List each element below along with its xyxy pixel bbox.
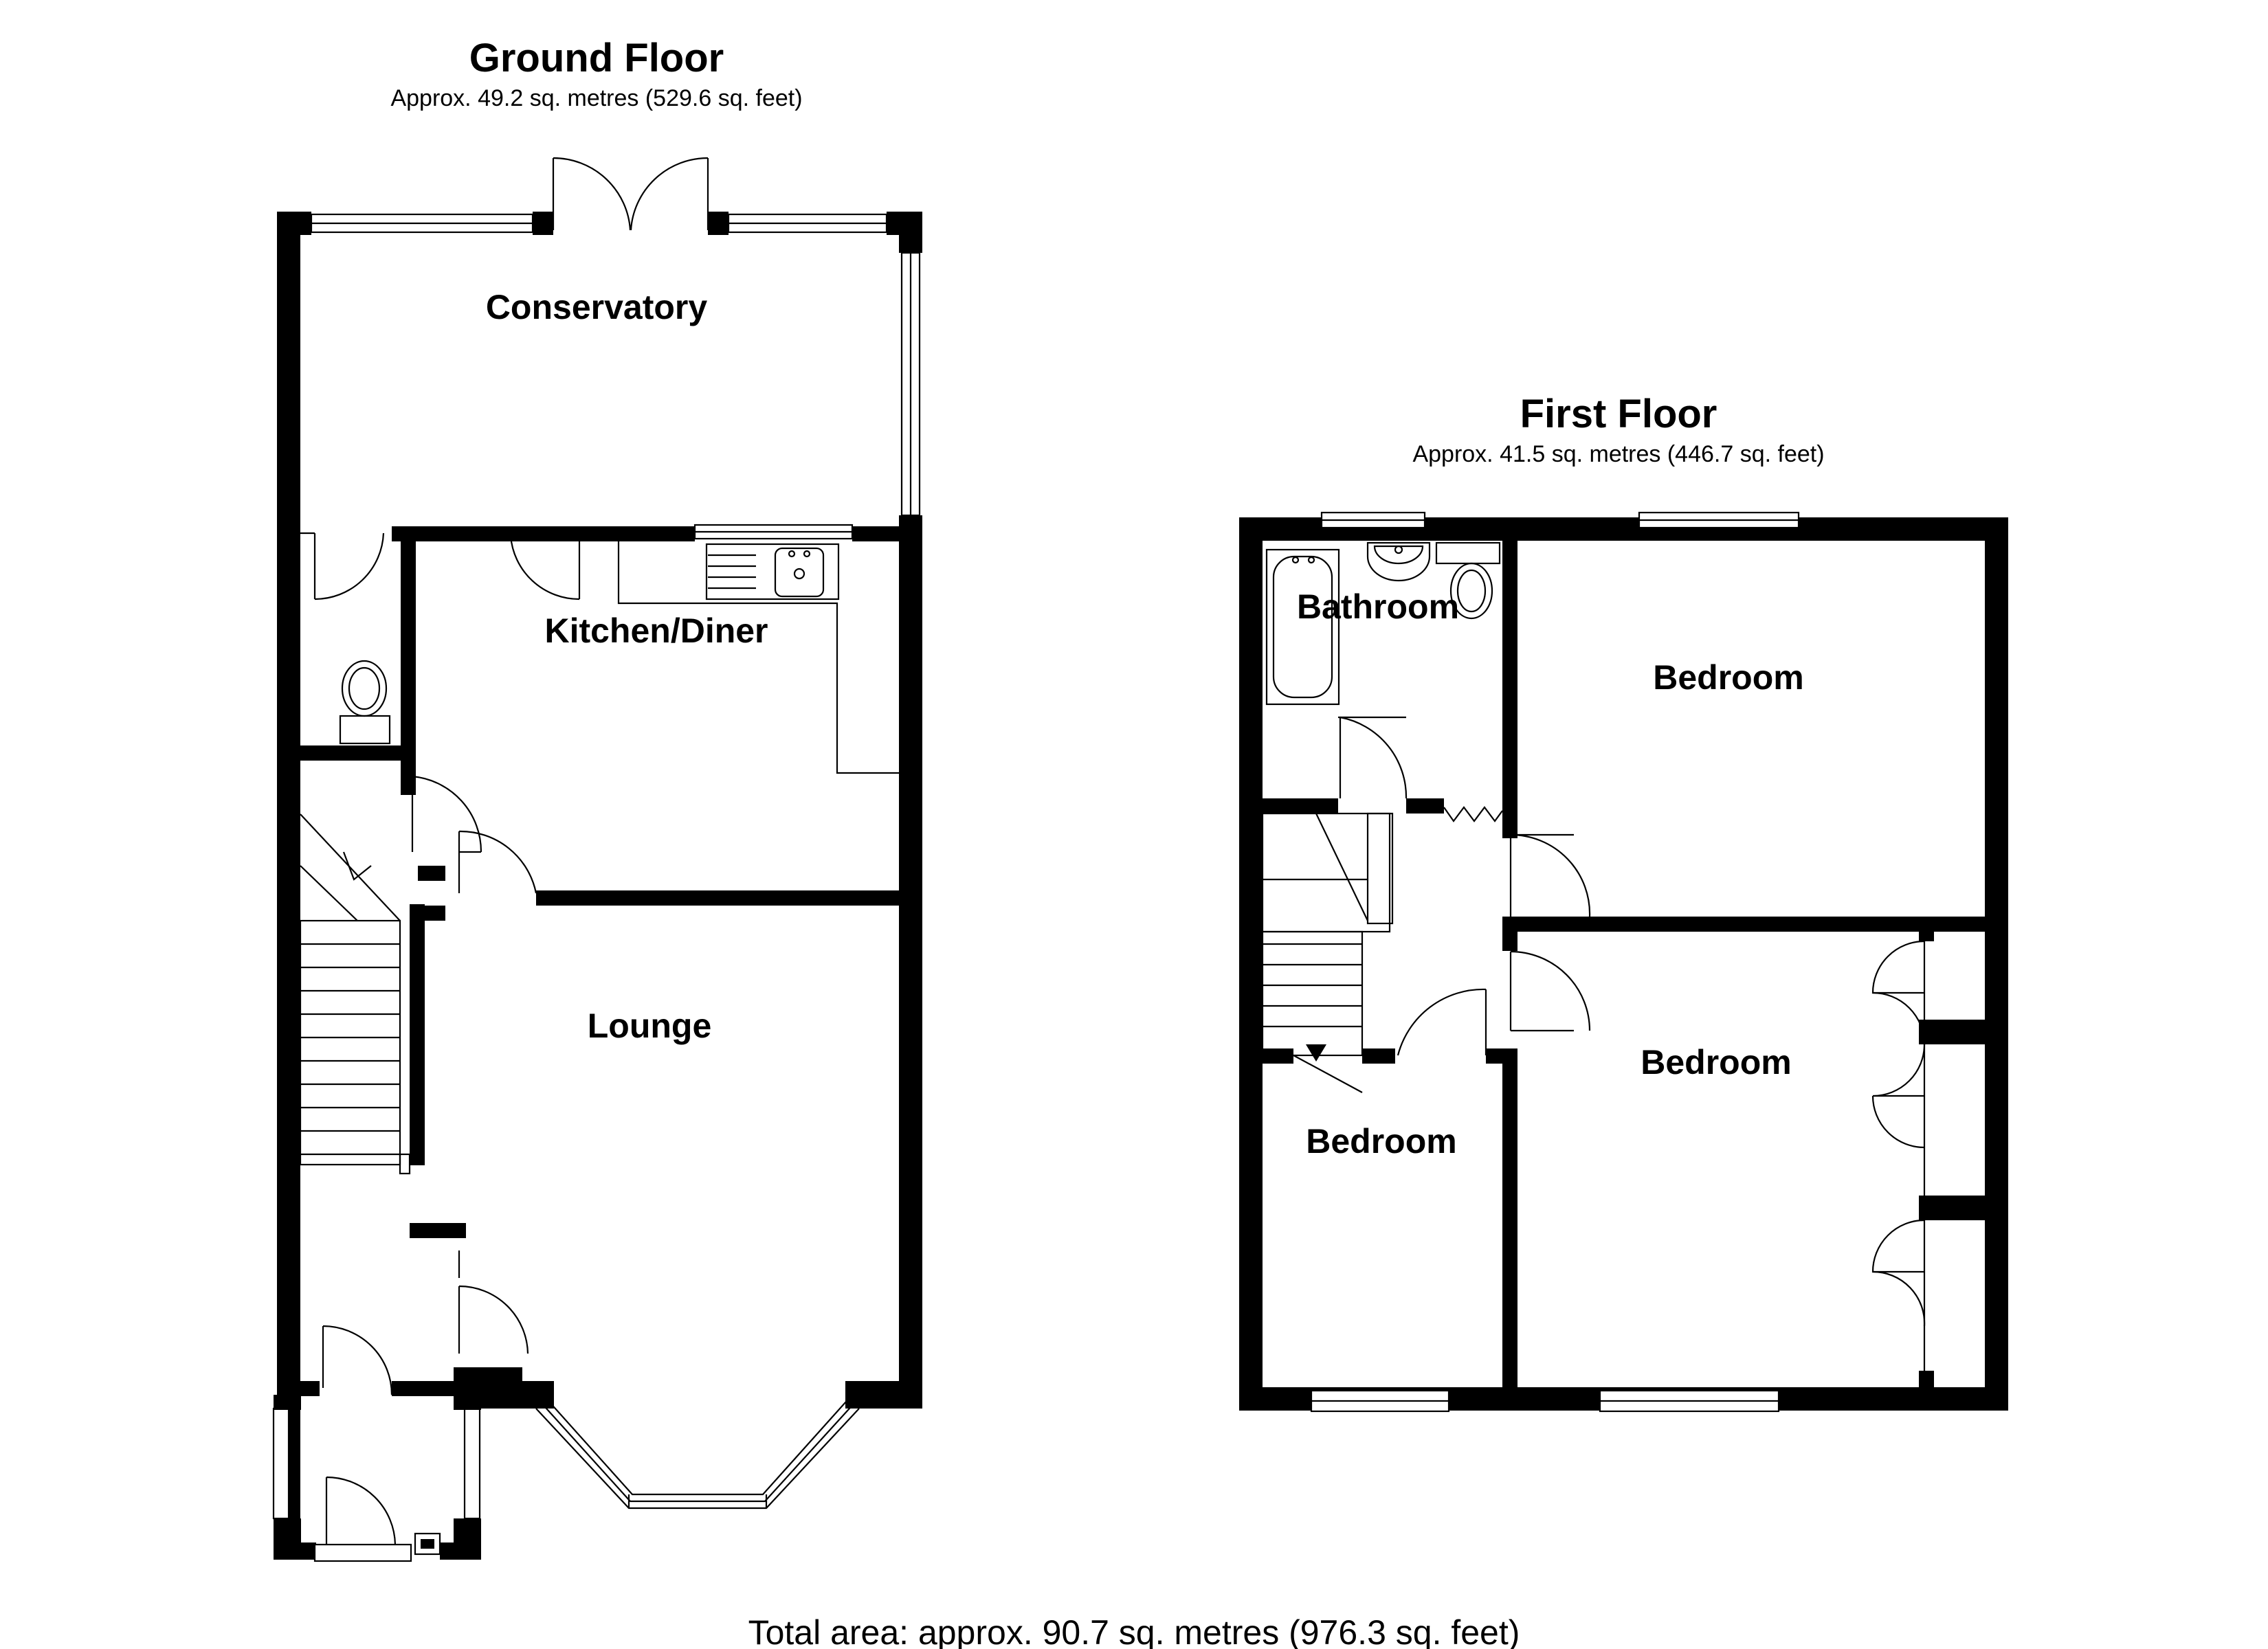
room-label-conservatory: Conservatory	[486, 288, 708, 326]
front-door-icon	[313, 1476, 441, 1562]
porch-window-right	[463, 1407, 481, 1520]
hall-lounge-door-icon	[458, 1250, 529, 1354]
bathroom-door-icon	[1338, 716, 1408, 799]
rear-bedroom-door-icon	[1509, 833, 1591, 917]
porch-door-icon	[322, 1325, 393, 1395]
kitchen-worktop	[617, 541, 899, 774]
ground-floor-area: Approx. 49.2 sq. metres (529.6 sq. feet)	[390, 85, 802, 111]
first-floor-stairs-icon	[1261, 812, 1394, 1093]
wc-door-icon	[300, 532, 385, 601]
bath-icon	[1265, 548, 1340, 706]
room-label-rear-bedroom: Bedroom	[1653, 658, 1803, 697]
total-area: Total area: approx. 90.7 sq. metres (976…	[748, 1613, 1520, 1649]
hall-kitchen-door-icon	[411, 775, 482, 853]
small-bedroom-door-icon	[1397, 988, 1487, 1056]
kitchen-door-icon	[509, 535, 581, 601]
first-floor-title: First Floor	[1520, 392, 1717, 436]
airing-cupboard-doors-icon	[1443, 806, 1503, 822]
room-label-front-bedroom: Bedroom	[1641, 1043, 1791, 1081]
ground-floor-title: Ground Floor	[469, 36, 724, 80]
basin-icon	[1366, 541, 1431, 582]
front-bedroom-door-icon	[1509, 950, 1591, 1032]
bathroom-toilet-icon	[1435, 541, 1501, 620]
ground-floor-plan	[272, 157, 922, 1562]
lounge-door-icon	[458, 830, 537, 894]
french-doors-icon	[552, 157, 709, 231]
sink-icon	[774, 547, 825, 598]
wardrobes-icon	[1871, 928, 2008, 1387]
room-label-kitchen-diner: Kitchen/Diner	[544, 612, 768, 650]
porch-window-left	[272, 1407, 290, 1520]
room-label-bathroom: Bathroom	[1297, 587, 1459, 626]
room-label-small-bedroom: Bedroom	[1306, 1122, 1456, 1160]
first-floor-plan	[1239, 511, 2008, 1413]
wc-toilet-icon	[339, 660, 391, 745]
ground-stairs-icon	[299, 814, 411, 1175]
room-label-lounge: Lounge	[588, 1007, 712, 1045]
first-floor-area: Approx. 41.5 sq. metres (446.7 sq. feet)	[1412, 441, 1824, 467]
lounge-bay-window	[478, 1381, 922, 1510]
